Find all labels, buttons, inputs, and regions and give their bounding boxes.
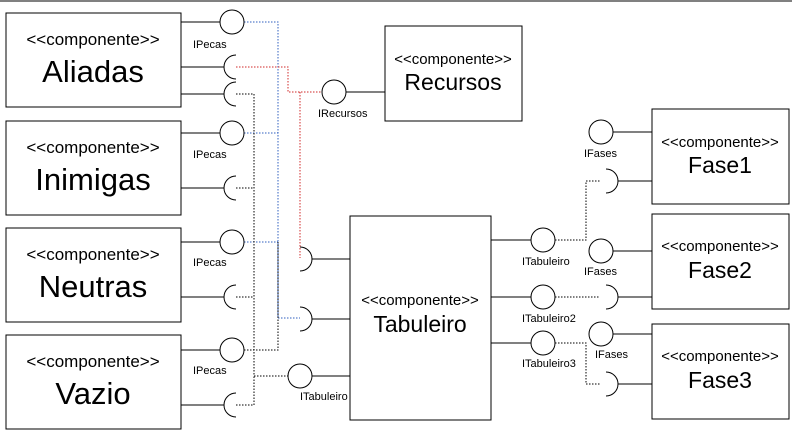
itabuleiro-right-label: ITabuleiro <box>522 256 570 268</box>
component-fase2: <<componente>> Fase2 IFases <box>584 213 790 310</box>
fase2-ifases-ball <box>588 238 614 264</box>
component-aliadas: <<componente>> Aliadas IPecas <box>5 9 245 108</box>
inimigas-stereotype: <<componente>> <box>26 138 159 157</box>
fase2-box <box>651 213 790 310</box>
connector-itabuleiro-left <box>236 93 288 377</box>
fase1-name: Fase1 <box>688 152 752 178</box>
component-neutras: <<componente>> Neutras IPecas <box>5 227 245 323</box>
fase1-stereotype: <<componente>> <box>661 134 779 151</box>
aliadas-ipecas-ball <box>219 9 245 35</box>
itabuleiro-left-ball <box>287 363 313 389</box>
connector-itabuleiro-fase1 <box>555 180 600 241</box>
fase1-box <box>651 108 790 205</box>
tabuleiro-box <box>349 215 492 421</box>
tabuleiro-name: Tabuleiro <box>373 311 466 337</box>
tabuleiro-stereotype: <<componente>> <box>361 292 479 309</box>
inimigas-ipecas-label: IPecas <box>193 149 227 161</box>
itabuleiro2-ball <box>530 284 556 310</box>
connector-vazio-ipecas <box>244 242 279 351</box>
fase1-ifases-ball <box>588 119 614 145</box>
connector-vazio-socket <box>236 376 255 406</box>
itabuleiro-left-label: ITabuleiro <box>300 391 348 403</box>
recursos-stereotype: <<componente>> <box>394 51 512 68</box>
aliadas-socket1 <box>223 54 237 80</box>
component-fase3: <<componente>> Fase3 IFases <box>588 321 790 420</box>
itabuleiro3-label: ITabuleiro3 <box>522 358 576 370</box>
itabuleiro3-ball <box>530 330 556 356</box>
aliadas-socket2 <box>223 81 237 107</box>
component-fase1: <<componente>> Fase1 IFases <box>584 108 790 205</box>
fase1-ifases-label: IFases <box>584 148 618 160</box>
vazio-stereotype: <<componente>> <box>26 352 159 371</box>
connector-aliadas-irecursos <box>236 66 322 93</box>
neutras-socket <box>223 284 237 310</box>
neutras-name: Neutras <box>39 269 148 304</box>
vazio-ipecas-label: IPecas <box>193 365 227 377</box>
irecursos-ball <box>321 79 347 105</box>
neutras-box <box>5 227 182 323</box>
fase3-stereotype: <<componente>> <box>661 348 779 365</box>
vazio-ipecas-ball <box>219 337 245 363</box>
vazio-name: Vazio <box>55 376 130 411</box>
fase1-socket <box>605 168 619 194</box>
fase3-ifases-ball <box>588 321 614 347</box>
fase3-ifases-label: IFases <box>595 349 629 361</box>
aliadas-ipecas-label: IPecas <box>193 39 227 51</box>
neutras-stereotype: <<componente>> <box>26 245 159 264</box>
fase2-socket <box>605 284 619 310</box>
fase3-box <box>651 323 790 420</box>
inimigas-ipecas-ball <box>219 120 245 146</box>
vazio-box <box>5 334 182 430</box>
inimigas-name: Inimigas <box>35 162 150 197</box>
fase2-ifases-label: IFases <box>584 266 618 278</box>
component-vazio: <<componente>> Vazio IPecas <box>5 334 245 430</box>
vazio-socket <box>223 392 237 418</box>
component-recursos: <<componente>> Recursos IRecursos <box>318 25 523 122</box>
itabuleiro-right-ball <box>530 227 556 253</box>
inimigas-socket <box>223 175 237 201</box>
neutras-ipecas-ball <box>219 229 245 255</box>
fase2-stereotype: <<componente>> <box>661 238 779 255</box>
aliadas-name: Aliadas <box>42 54 144 89</box>
recursos-box <box>384 25 523 122</box>
inimigas-box <box>5 120 182 216</box>
connector-aliadas-ipecas <box>244 21 300 319</box>
recursos-name: Recursos <box>404 69 501 95</box>
irecursos-label: IRecursos <box>318 108 368 120</box>
fase2-name: Fase2 <box>688 257 752 283</box>
aliadas-box <box>5 12 182 108</box>
aliadas-stereotype: <<componente>> <box>26 30 159 49</box>
itabuleiro2-label: ITabuleiro2 <box>522 313 576 325</box>
fase3-socket <box>605 371 619 397</box>
tabuleiro-socket-lower <box>299 306 313 332</box>
fase3-name: Fase3 <box>688 367 752 393</box>
tabuleiro-socket-upper <box>299 246 313 272</box>
connector-itabuleiro3-fase3 <box>555 342 600 385</box>
component-tabuleiro: <<componente>> Tabuleiro ITabuleiro ITab… <box>287 215 576 421</box>
component-inimigas: <<componente>> Inimigas IPecas <box>5 120 245 216</box>
neutras-ipecas-label: IPecas <box>193 257 227 269</box>
connectors <box>236 21 600 406</box>
